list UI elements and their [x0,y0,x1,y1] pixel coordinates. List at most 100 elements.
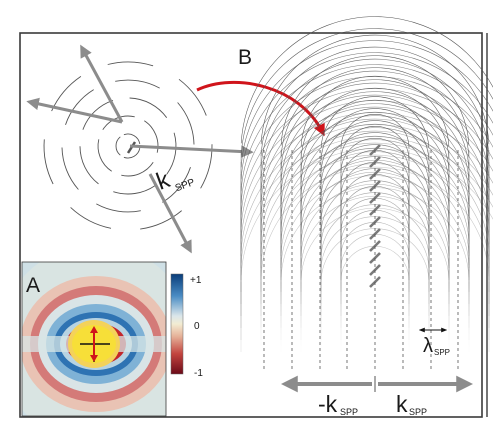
wave-ring-arc [129,97,168,118]
wavefront-arc [340,126,410,161]
wavefront-arc [300,123,450,195]
wavefront-arc [320,132,430,184]
wave-ring-arc [140,210,182,230]
wavefront-arc [260,154,490,265]
wavefront-arc [320,96,430,148]
wave-ring-arc [144,120,159,153]
k-spp-subscript: SPP [174,177,197,194]
wavefront-arc [340,222,410,257]
wavefront-arc [260,46,490,157]
wave-ring-arc [121,162,154,177]
wavefront-arc [240,76,493,204]
wavefront-arc [300,195,450,267]
wavefront-arc [340,234,410,269]
wavefront-arc [340,162,410,197]
wavefront-arc [280,127,470,218]
wavefront-arc [240,28,493,156]
wavefront-arc [240,112,493,240]
wavefront-arc [320,144,430,196]
wave-ring-arc [166,132,177,175]
wavefront-arc [260,166,490,277]
figure-frame [19,32,483,418]
lambda-subscript: SPP [434,348,450,357]
wavefront-arc [260,34,490,145]
wave-ring-arc [123,133,141,145]
wavefront-arc [280,115,470,206]
plus-k-subscript: SPP [409,407,427,417]
wavefront-arc [340,174,410,209]
wave-ring-arc [61,147,79,190]
wavefront-arc [280,103,470,194]
wavefront-arc [320,108,430,160]
wavefront-arc [340,114,410,149]
wavefront-arc [300,171,450,243]
wave-ring-arc [107,61,154,67]
colorbar-min: -1 [194,368,203,379]
wave-ring-arc [115,136,121,156]
wave-ring-arc [178,78,207,116]
wavefront-arc [260,70,490,181]
arrow-left [26,97,123,124]
k-vector-arrows [26,44,254,254]
colorbar-max: +1 [190,275,202,286]
wavefront-arc [240,88,493,216]
wave-ring-arc [177,102,195,145]
wave-ring-arc [65,89,94,125]
wavefront-arc [260,82,490,193]
k-spp-label: k [153,166,174,196]
lambda-label: λ [423,335,433,357]
wave-ring-arc [97,139,112,172]
red-transition-arrow [196,81,325,137]
dashed-guides [263,150,459,370]
wavefront-arc [300,87,450,159]
wave-ring-arc [113,185,156,195]
wavefront-arc [260,106,490,217]
wavefront-arc [260,118,490,229]
wave-ring-arc [51,76,82,112]
wave-ring-arc [115,79,160,89]
wave-ring-arc [123,147,141,159]
wave-ring-arc [43,139,54,185]
plus-k-label: k [396,391,408,417]
concentric-wave-rings [43,61,213,230]
wavefront-arc [300,207,450,279]
wave-ring-arc [79,146,99,185]
wavefront-arc [280,139,470,230]
panel-b-label: B [238,46,252,69]
arcs-fade [258,268,480,358]
wavefront-arc [300,147,450,219]
wavefront-arc [240,16,493,144]
wavefront-arc [240,124,493,252]
arrow-down-right [148,173,192,254]
minus-k-label: -k [318,391,338,417]
arrow-right [129,144,254,158]
field-map-border [21,261,167,417]
wavefront-arc [260,130,490,241]
wavefront-arc [340,138,410,173]
wave-ring-arc [96,203,141,213]
wavefront-arc [340,186,410,221]
wavefront-arc [240,136,493,264]
wavefront-arc [300,135,450,207]
wavefront-arc [300,183,450,255]
wavefront-arc [320,120,430,172]
minus-k-subscript: SPP [340,407,358,417]
wavefront-arc [240,148,493,276]
wavefront-arc [240,64,493,192]
wavefront-arc [300,75,450,147]
wavefront-arc [340,198,410,233]
wavefront-arc [300,159,450,231]
wavefront-arc [260,142,490,253]
wave-ring-arc [200,144,213,189]
wavefront-arc [240,40,493,168]
wave-ring-arc [102,115,135,130]
arrow-up-left [80,44,124,123]
wavefront-arc [260,94,490,205]
wavefront-arc [300,111,450,183]
panel-a-label: A [26,274,40,297]
colorbar-mid: 0 [194,321,200,332]
wavefront-arc [340,210,410,245]
wavefront-arc [300,99,450,171]
wavefront-arc [240,52,493,180]
